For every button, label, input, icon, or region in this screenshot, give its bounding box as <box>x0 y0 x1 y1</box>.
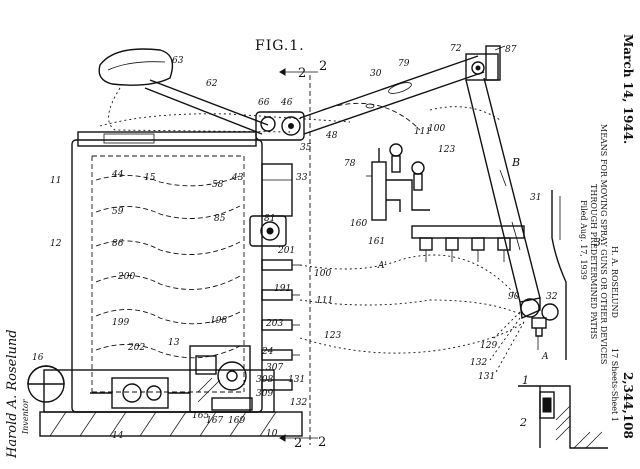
patent-inventor: H. A. ROSELUND <box>610 246 619 318</box>
motor-wheel <box>27 365 65 403</box>
ref-numeral: 160 <box>350 219 367 229</box>
ref-numeral: 3 <box>594 236 601 249</box>
ref-numeral: 35 <box>300 143 312 153</box>
hood-seat <box>98 48 174 86</box>
spray-gun <box>489 298 559 373</box>
ref-numeral: 87 <box>505 45 517 55</box>
ref-numeral: 308 <box>256 375 273 385</box>
ref-numeral: 202 <box>127 343 145 353</box>
ref-numeral: 33 <box>296 173 308 183</box>
section-line <box>279 68 318 445</box>
ref-numeral: 200 <box>117 272 135 282</box>
ref-numeral: 167 <box>206 416 223 426</box>
ref-numeral: 100 <box>428 124 445 134</box>
ref-numeral: A <box>541 352 549 362</box>
lever-arm <box>144 79 269 135</box>
ref-numeral: 165 <box>192 411 209 421</box>
ref-numeral: 43 <box>231 173 244 183</box>
ref-numeral: 72 <box>450 44 462 54</box>
ref-numeral: 11 <box>50 176 61 186</box>
ref-numeral: 46 <box>280 98 293 108</box>
patent-title-line2: THROUGH PREDETERMINED PATHS <box>589 184 598 339</box>
ref-numeral: 309 <box>256 389 273 399</box>
ref-numeral: 66 <box>258 98 270 108</box>
cabinet-base <box>39 369 303 437</box>
ref-numeral: 169 <box>228 416 245 426</box>
booth-wall <box>551 190 567 360</box>
section-mark: 2 <box>298 66 306 81</box>
pipe-connectors <box>261 259 300 391</box>
ref-numeral: 48 <box>325 131 338 141</box>
ref-numeral: 86 <box>112 239 124 249</box>
gear-train <box>90 377 190 409</box>
ref-numeral: 90 <box>508 292 520 302</box>
ref-numeral: 123 <box>324 331 341 341</box>
patent-number: 2,344,108 <box>621 372 635 439</box>
patent-title-line1: MEANS FOR MOVING SPRAY GUNS OR OTHER DEV… <box>599 124 608 364</box>
ref-numeral: 2 <box>519 416 527 429</box>
ref-numeral: 161 <box>368 237 385 247</box>
signature-name: Harold A. Roselund <box>5 329 20 459</box>
valve-bank <box>411 225 525 262</box>
upper-boom <box>299 55 485 135</box>
ref-numeral: 201 <box>277 246 295 256</box>
ref-numeral: 85 <box>214 214 226 224</box>
ref-numeral: 191 <box>274 284 291 294</box>
ref-numeral: 32 <box>546 292 558 302</box>
ref-numeral: 62 <box>206 79 218 89</box>
ref-numeral: 15 <box>144 173 156 183</box>
ref-numeral: 123 <box>438 145 455 155</box>
ref-numeral: 111 <box>414 127 431 137</box>
ref-numeral: 132 <box>290 398 307 408</box>
ref-numeral: 58 <box>212 180 224 190</box>
ref-numeral: 24 <box>261 347 274 357</box>
inventor-signature: Harold A. Roselund Inventor <box>5 329 30 459</box>
conveyor-section <box>518 385 608 449</box>
ref-numeral: 307 <box>266 363 283 373</box>
section-mark: 2 <box>294 436 302 451</box>
ref-numeral: 31 <box>530 193 541 203</box>
valve-assembly <box>366 143 430 221</box>
ref-numeral: 78 <box>344 159 356 169</box>
ref-numeral: 14 <box>112 431 124 441</box>
ref-numeral: 30 <box>370 69 382 79</box>
ref-numeral: 203 <box>265 319 283 329</box>
ref-numeral: 79 <box>398 59 410 69</box>
ref-numeral: 199 <box>112 318 129 328</box>
ref-numeral: 131 <box>288 375 305 385</box>
ref-numeral: B <box>511 156 520 169</box>
ref-numeral: 81 <box>264 214 275 224</box>
ref-numeral: 59 <box>112 207 124 217</box>
reference-numerals: 63 62 66 46 35 48 30 79 72 87 100 111 12… <box>32 44 601 441</box>
ref-numeral: 16 <box>32 353 44 363</box>
boom-head <box>465 45 506 81</box>
ref-numeral: 1 <box>522 374 529 387</box>
ref-numeral: 63 <box>172 56 184 66</box>
ref-numeral: 132 <box>470 358 487 368</box>
ref-numeral: 129 <box>480 341 497 351</box>
patent-filed: Filed Aug. 17, 1939 <box>579 200 588 280</box>
patent-header: March 14, 1944. H. A. ROSELUND MEANS FOR… <box>579 34 635 439</box>
ref-numeral: A' <box>377 261 387 271</box>
patent-date: March 14, 1944. <box>621 34 635 144</box>
pivot-joint <box>255 111 305 141</box>
drive-mechanism <box>189 345 253 413</box>
ref-numeral: 198 <box>210 316 227 326</box>
ref-numeral: 12 <box>50 239 62 249</box>
hose-lines <box>299 102 525 354</box>
ref-numeral: 111 <box>316 296 333 306</box>
signature-role: Inventor <box>21 398 30 435</box>
ref-numeral: 10 <box>266 429 278 439</box>
ref-numeral: 131 <box>478 372 495 382</box>
side-bracket <box>249 163 293 247</box>
figure-title: FIG.1. <box>255 38 305 54</box>
ref-numeral: 44 <box>111 170 124 180</box>
patent-sheets: 17 Sheets-Sheet 1 <box>610 348 619 422</box>
section-mark: 2 <box>318 435 326 450</box>
ref-numeral: 13 <box>168 338 180 348</box>
dotted-phantom-outline <box>99 87 351 133</box>
ref-numeral: 100 <box>314 269 331 279</box>
section-mark: 2 <box>319 59 327 74</box>
